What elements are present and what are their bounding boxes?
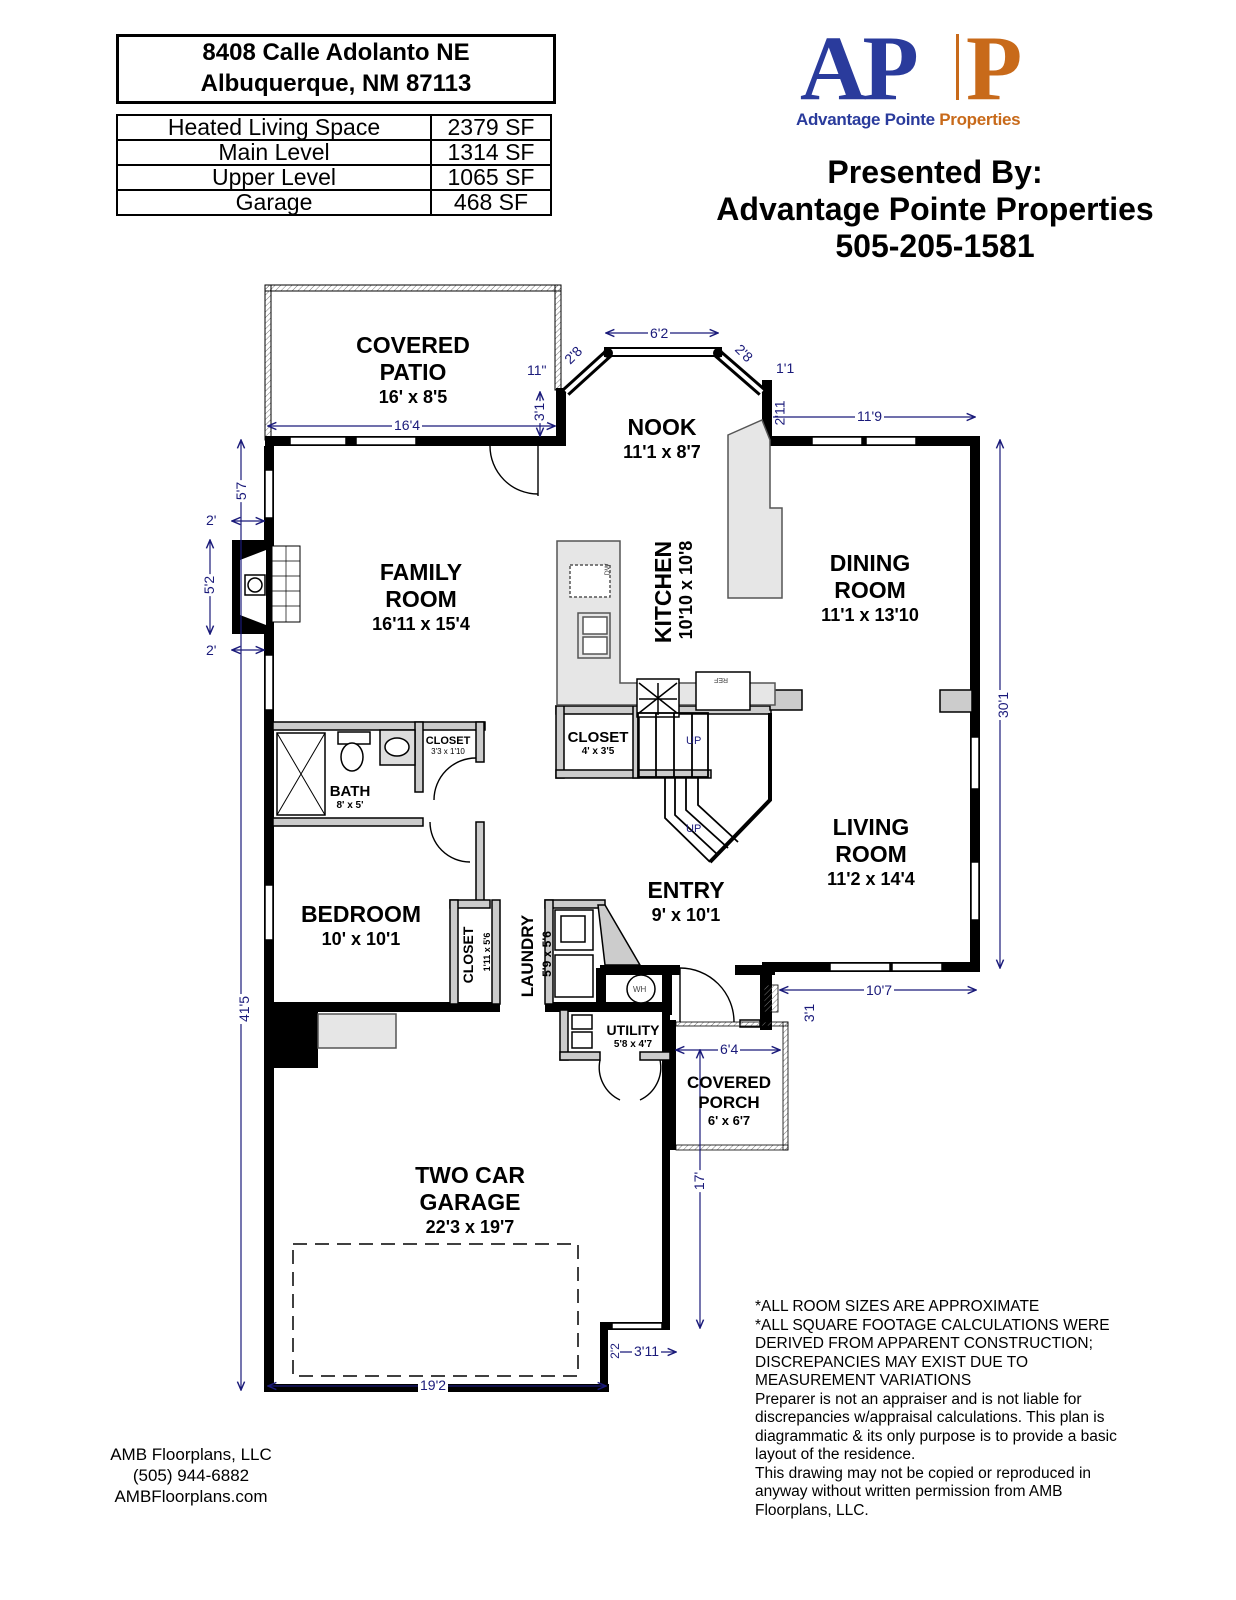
room-bath: BATH 8' x 5' xyxy=(329,783,371,811)
room-bedroom-closet: CLOSET xyxy=(460,926,476,984)
dim-patio-width: 16'4 xyxy=(392,417,423,433)
presenter-block: Presented By: Advantage Pointe Propertie… xyxy=(700,154,1170,265)
sf-value: 2379 SF xyxy=(430,114,552,141)
dim-left-upper: 5'7 xyxy=(233,479,250,503)
windows xyxy=(264,436,980,1330)
dim-porch-offset: 3'1 xyxy=(801,1001,818,1025)
logo-tagline: Advantage Pointe Properties xyxy=(796,110,1021,129)
sf-value: 1314 SF xyxy=(430,139,552,166)
sf-label: Heated Living Space xyxy=(116,114,432,141)
dim-patio-offset: 3'1 xyxy=(531,400,548,424)
room-covered-porch: COVERED PORCH 6' x 6'7 xyxy=(686,1073,772,1128)
dim-nook-right-drop: 2'11 xyxy=(771,400,788,426)
dim-bay-center: 6'2 xyxy=(648,325,671,341)
room-laundry: LAUNDRY xyxy=(518,914,537,998)
logo-divider xyxy=(956,34,959,100)
dishwasher-label: DW xyxy=(604,563,612,576)
room-bedroom-closet-size: 1'11 x 5'6 xyxy=(482,932,492,972)
fireplace xyxy=(240,545,301,625)
room-bath-closet: CLOSET 3'3 x 1'10 xyxy=(425,735,471,756)
presented-by-label: Presented By: xyxy=(827,154,1043,190)
room-covered-patio: COVERED PATIO 16' x 8'5 xyxy=(356,332,470,407)
room-two-car-garage: TWO CAR GARAGE 22'3 x 19'7 xyxy=(415,1162,525,1237)
dim-living-bottom: 10'7 xyxy=(864,982,895,998)
presenter-phone: 505-205-1581 xyxy=(835,228,1035,264)
dim-garage-notch: 2'2 xyxy=(607,1343,622,1359)
dim-patio-corner: 11" xyxy=(525,362,549,378)
preparer-credit: AMB Floorplans, LLC (505) 944-6882 AMBFl… xyxy=(96,1444,286,1507)
doors xyxy=(429,445,735,1101)
sf-label: Main Level xyxy=(116,139,432,166)
preparer-phone: (505) 944-6882 xyxy=(132,1466,250,1485)
dim-fireplace-bottom: 2' xyxy=(204,642,219,658)
room-laundry-size: 5'9 x 5'6 xyxy=(540,931,554,977)
dim-dining-width: 11'9 xyxy=(855,408,884,424)
sf-value: 468 SF xyxy=(430,189,552,216)
sf-label: Upper Level xyxy=(116,164,432,191)
stairs-up-label: UP xyxy=(686,823,702,835)
room-bedroom: BEDROOM 10' x 10'1 xyxy=(300,901,422,949)
preparer-company: AMB Floorplans, LLC xyxy=(110,1445,272,1464)
room-kitchen-size: 10'10 x 10'8 xyxy=(676,540,696,640)
dim-garage-width: 19'2 xyxy=(418,1377,449,1393)
address-box: 8408 Calle Adolanto NE Albuquerque, NM 8… xyxy=(116,34,556,104)
dim-fireplace-width: 5'2 xyxy=(201,573,218,597)
dim-right-height: 30'1 xyxy=(995,689,1012,721)
dim-garage-notch-width: 3'11 xyxy=(632,1343,661,1359)
stairs-up-label: UP xyxy=(686,735,702,747)
bath-fixtures xyxy=(276,729,416,816)
staircase xyxy=(637,712,772,864)
kitchen-counters xyxy=(556,419,783,718)
company-logo: AP P Advantage Pointe Properties xyxy=(796,22,1036,138)
room-entry: ENTRY 9' x 10'1 xyxy=(647,877,725,925)
nook-bay-window xyxy=(562,347,766,396)
room-kitchen: KITCHEN xyxy=(650,540,676,644)
preparer-website: AMBFloorplans.com xyxy=(114,1487,268,1506)
water-heater-label: WH xyxy=(633,985,647,994)
logo-letters-ap: AP xyxy=(800,17,919,119)
room-stair-closet: CLOSET 4' x 3'5 xyxy=(567,729,629,757)
disclaimer-text: *ALL ROOM SIZES ARE APPROXIMATE *ALL SQU… xyxy=(755,1298,1117,1519)
room-living-room: LIVING ROOM 11'2 x 14'4 xyxy=(827,814,915,889)
room-family-room: FAMILY ROOM 16'11 x 15'4 xyxy=(372,559,470,634)
room-utility: UTILITY 5'8 x 4'7 xyxy=(606,1022,660,1050)
laundry-machines xyxy=(554,909,656,1049)
dim-porch-width: 6'4 xyxy=(718,1041,741,1057)
presenter-name: Advantage Pointe Properties xyxy=(716,191,1154,227)
refrigerator-label: REF xyxy=(714,676,728,683)
room-dining-room: DINING ROOM 11'1 x 13'10 xyxy=(821,550,919,625)
address-line-1: 8408 Calle Adolanto NE xyxy=(202,39,470,66)
sf-label: Garage xyxy=(116,189,432,216)
dim-bay-right-offset: 1'1 xyxy=(774,360,797,376)
dim-left-height: 41'5 xyxy=(236,993,253,1025)
dim-garage-right: 17' xyxy=(691,1169,708,1193)
address-line-2: Albuquerque, NM 87113 xyxy=(200,70,472,97)
sf-value: 1065 SF xyxy=(430,164,552,191)
room-nook: NOOK 11'1 x 8'7 xyxy=(623,414,701,462)
dim-fireplace-top: 2' xyxy=(204,512,219,528)
logo-letter-p: P xyxy=(966,17,1023,119)
